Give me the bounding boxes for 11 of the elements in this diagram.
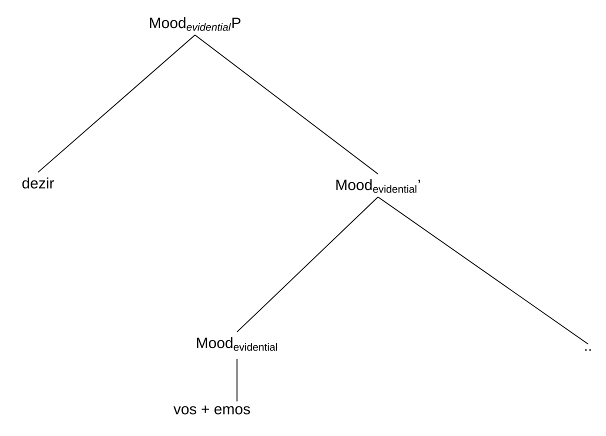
tree-branch [236, 196, 378, 332]
tree-branch [378, 196, 588, 344]
word-label: vos + emos [174, 406, 250, 414]
tree-branch [194, 34, 378, 174]
ellipsis-label: .. [585, 349, 591, 351]
head-label: $\text{Mood}_{\text{evidential}}$ [197, 337, 277, 351]
word-label: dezir [22, 177, 54, 188]
tree-branch [236, 358, 238, 402]
phrase-label: $\text{Mood}_{\text{evidential}}\text{'}$ [336, 179, 420, 193]
phrase-label: $\text{Mood}_{\textit{evidential}}\text{P}$ [150, 17, 240, 31]
tree-branch [38, 34, 196, 173]
